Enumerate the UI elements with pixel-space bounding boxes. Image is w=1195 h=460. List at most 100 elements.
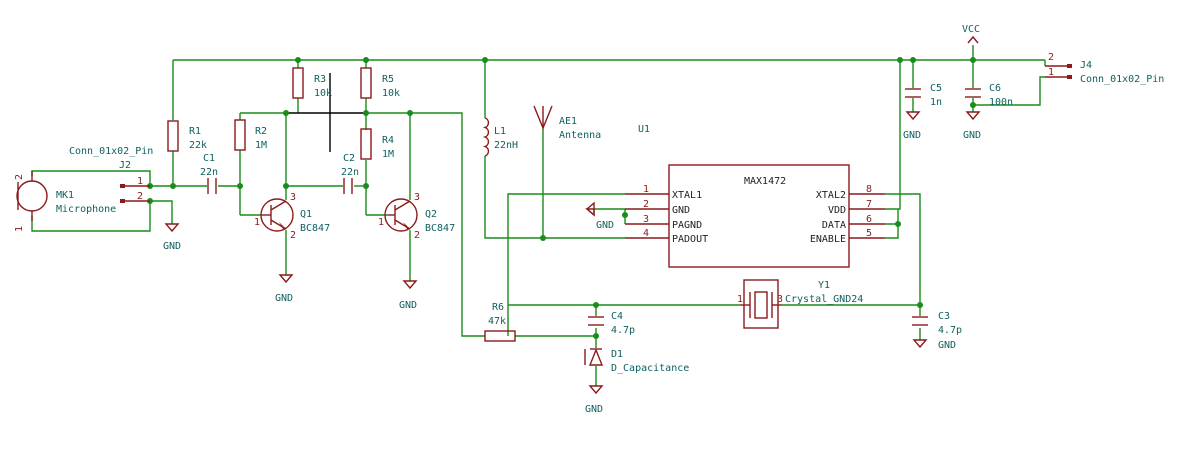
q2-pin-2: 2 — [414, 230, 420, 241]
y1-value: Crystal_GND24 — [785, 294, 863, 305]
vcc-symbol: VCC — [962, 24, 980, 44]
q1-pin-1: 1 — [254, 217, 260, 228]
u1-pin-name: GND — [672, 205, 690, 216]
resistor-r1: R1 22k — [167, 120, 207, 152]
r6-ref: R6 — [492, 302, 504, 313]
q1-pin-3: 3 — [290, 192, 296, 203]
mk1-pin-2: 2 — [14, 174, 25, 180]
l1-ref: L1 — [494, 126, 506, 137]
y1-pin-1: 1 — [737, 294, 743, 305]
r3-ref: R3 — [314, 74, 326, 85]
gnd-label: GND — [163, 241, 181, 252]
resistor-r6: R6 47k — [484, 302, 516, 342]
r1-ref: R1 — [189, 126, 201, 137]
c6-ref: C6 — [989, 83, 1001, 94]
gnd-symbol: GND — [275, 274, 294, 304]
c6-value: 100n — [989, 97, 1013, 108]
resistor-r2: R2 1M — [234, 119, 267, 151]
junctions — [147, 57, 976, 339]
j4-pin-2: 2 — [1048, 52, 1054, 63]
c3-value: 4.7p — [938, 325, 962, 336]
transistor-q2: 1 3 2 Q2 BC847 — [378, 192, 455, 241]
j2-ref: J2 — [119, 160, 131, 171]
gnd-symbol: GND — [912, 339, 956, 351]
j2-pin-1: 1 — [137, 176, 143, 187]
u1-pin-name: PADOUT — [672, 234, 708, 245]
u1-pin-num: 3 — [643, 214, 649, 225]
j2-value: Conn_01x02_Pin — [69, 146, 153, 157]
c4-ref: C4 — [611, 311, 623, 322]
gnd-symbol: GND — [585, 201, 614, 231]
capacitor-c6: C6 100n — [965, 83, 1013, 108]
u1-pin-name: XTAL2 — [816, 190, 846, 201]
q2-pin-1: 1 — [378, 217, 384, 228]
r1-value: 22k — [189, 140, 207, 151]
gnd-label: GND — [903, 130, 921, 141]
q2-ref: Q2 — [425, 209, 437, 220]
capacitor-c4: C4 4.7p — [588, 311, 635, 336]
u1-ref: U1 — [638, 124, 650, 135]
d1-value: D_Capacitance — [611, 363, 689, 374]
gnd-label: GND — [275, 293, 293, 304]
u1-pin-name: PAGND — [672, 220, 702, 231]
r4-value: 1M — [382, 149, 394, 160]
mk1-ref: MK1 — [56, 190, 74, 201]
gnd-symbol: GND — [399, 280, 418, 311]
j2-pin-2: 2 — [137, 191, 143, 202]
crystal-y1: 1 3 Y1 Crystal_GND24 — [737, 279, 863, 329]
gnd-label: GND — [963, 130, 981, 141]
d1-ref: D1 — [611, 349, 623, 360]
u1-pin-num: 7 — [866, 199, 872, 210]
gnd-symbol: GND — [585, 385, 604, 415]
y1-pin-3: 3 — [777, 294, 783, 305]
r5-value: 10k — [382, 88, 400, 99]
u1-pin-num: 6 — [866, 214, 872, 225]
gnd-symbol: GND — [963, 111, 981, 141]
l1-value: 22nH — [494, 140, 518, 151]
gnd-symbol: GND — [903, 111, 921, 141]
r5-ref: R5 — [382, 74, 394, 85]
resistor-r4: R4 1M — [360, 128, 394, 160]
wires — [31, 45, 1046, 386]
ic-u1: U1 MAX1472 1 2 3 4 XTAL1 GND PAGND PADOU… — [625, 124, 885, 268]
gnd-label: GND — [938, 340, 956, 351]
r6-value: 47k — [488, 316, 506, 327]
y1-ref: Y1 — [818, 280, 830, 291]
gnd-label: GND — [596, 220, 614, 231]
gnd-symbol: GND — [163, 223, 181, 252]
q2-value: BC847 — [425, 223, 455, 234]
capacitor-c1: C1 22n — [200, 153, 218, 194]
capacitor-c5: C5 1n — [905, 83, 942, 108]
transistor-q1: 1 3 2 Q1 BC847 — [254, 192, 330, 241]
u1-pin-name: VDD — [828, 205, 846, 216]
u1-value: MAX1472 — [744, 176, 786, 187]
resistor-r5: R5 10k — [360, 67, 400, 99]
ae1-value: Antenna — [559, 130, 601, 141]
c5-ref: C5 — [930, 83, 942, 94]
u1-pin-name: XTAL1 — [672, 190, 702, 201]
c2-ref: C2 — [343, 153, 355, 164]
mk1-pin-1: 1 — [14, 226, 25, 232]
c5-value: 1n — [930, 97, 942, 108]
j4-pin-1: 1 — [1048, 67, 1054, 78]
u1-pin-num: 1 — [643, 184, 649, 195]
j4-ref: J4 — [1080, 60, 1092, 71]
q2-pin-3: 3 — [414, 192, 420, 203]
r4-ref: R4 — [382, 135, 394, 146]
microphone-mk1: 2 1 MK1 Microphone — [14, 171, 116, 232]
q1-ref: Q1 — [300, 209, 312, 220]
u1-pin-num: 8 — [866, 184, 872, 195]
mk1-value: Microphone — [56, 204, 116, 215]
j4-value: Conn_01x02_Pin — [1080, 74, 1164, 85]
u1-pin-num: 5 — [866, 228, 872, 239]
c2-value: 22n — [341, 167, 359, 178]
c3-ref: C3 — [938, 311, 950, 322]
r2-value: 1M — [255, 140, 267, 151]
c1-ref: C1 — [203, 153, 215, 164]
c1-value: 22n — [200, 167, 218, 178]
u1-pin-num: 2 — [643, 199, 649, 210]
u1-pin-num: 4 — [643, 228, 649, 239]
c4-value: 4.7p — [611, 325, 635, 336]
connector-j2: 1 2 Conn_01x02_Pin J2 — [69, 146, 153, 203]
